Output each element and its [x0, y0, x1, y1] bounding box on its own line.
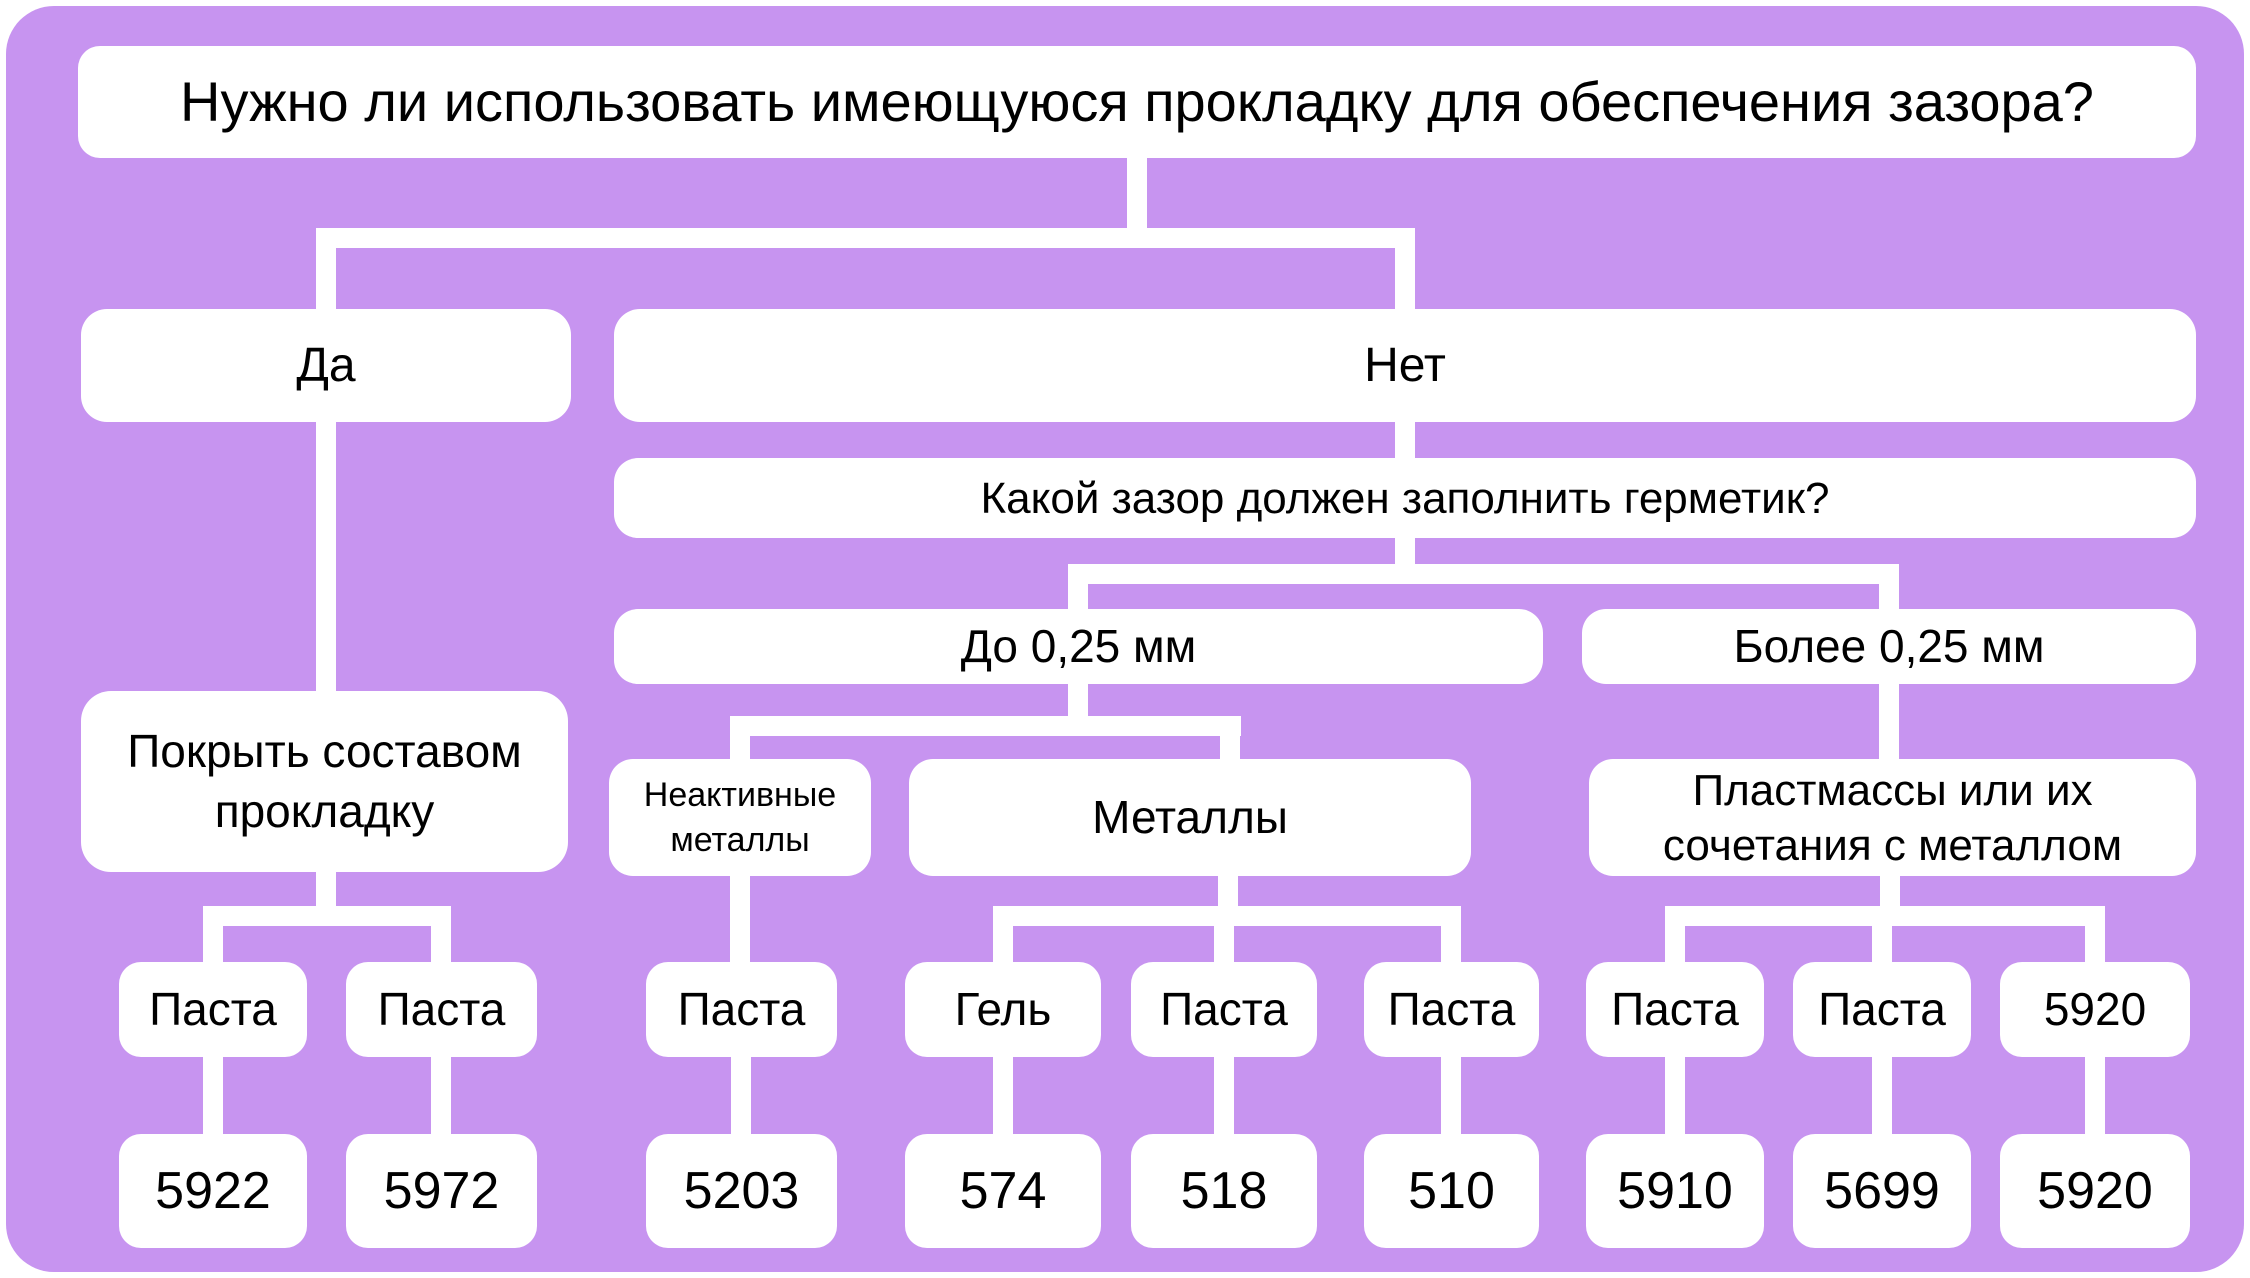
connector-drop-metals — [1220, 736, 1240, 761]
connector-metals-stub — [1218, 876, 1238, 908]
connector-bar-action — [203, 906, 451, 926]
node-product-518: 518 — [1131, 1134, 1317, 1248]
connector-form-product-8 — [1872, 1057, 1892, 1135]
connector-drop-form-4 — [993, 926, 1013, 963]
connector-bar-under-plastics — [1665, 906, 2105, 926]
node-form-574: Гель — [905, 962, 1101, 1057]
connector-form-product-6 — [1441, 1057, 1461, 1135]
connector-gap-small-stub — [1068, 684, 1088, 720]
connector-plastics-stub — [1880, 876, 1900, 908]
node-gap-question: Какой зазор должен заполнить герметик? — [614, 458, 2196, 538]
connector-drop-form-7 — [1665, 926, 1685, 963]
connector-bar-gaps — [1068, 564, 1899, 584]
connector-form-product-1 — [203, 1057, 223, 1135]
node-product-5922: 5922 — [119, 1134, 307, 1248]
connector-form-product-4 — [993, 1057, 1013, 1135]
node-question: Нужно ли использовать имеющуюся прокладк… — [78, 46, 2196, 158]
node-product-5972: 5972 — [346, 1134, 537, 1248]
connector-drop-inactive — [730, 736, 750, 761]
connector-drop-form-8 — [1872, 926, 1892, 963]
node-product-5910: 5910 — [1586, 1134, 1764, 1248]
connector-form-product-7 — [1665, 1057, 1685, 1135]
node-material-plastics: Пластмассы или их сочетания с металлом — [1589, 759, 2196, 876]
node-form-5922: Паста — [119, 962, 307, 1057]
node-answer-no: Нет — [614, 309, 2196, 422]
node-product-5203: 5203 — [646, 1134, 837, 1248]
node-form-518: Паста — [1131, 962, 1317, 1057]
node-action-coat-gasket: Покрыть составом прокладку — [81, 691, 568, 872]
node-product-574: 574 — [905, 1134, 1101, 1248]
node-form-5920: 5920 — [2000, 962, 2190, 1057]
node-material-metals: Металлы — [909, 759, 1471, 876]
connector-drop-form-1 — [203, 926, 223, 963]
connector-bar-under-metals — [993, 906, 1461, 926]
node-gap-up-to-025: До 0,25 мм — [614, 609, 1543, 684]
node-product-5699: 5699 — [1793, 1134, 1971, 1248]
connector-drop-yes — [316, 248, 336, 311]
node-form-5910: Паста — [1586, 962, 1764, 1057]
node-form-5972: Паста — [346, 962, 537, 1057]
node-form-5203: Паста — [646, 962, 837, 1057]
connector-inactive-line — [730, 876, 750, 963]
connector-question-stub — [1395, 538, 1415, 568]
connector-yes-to-action — [316, 422, 336, 692]
connector-gap-large-line — [1879, 684, 1899, 761]
node-form-510: Паста — [1364, 962, 1539, 1057]
node-product-5920: 5920 — [2000, 1134, 2190, 1248]
node-form-5699: Паста — [1793, 962, 1971, 1057]
node-material-inactive-metals: Неактивные металлы — [609, 759, 871, 876]
connector-form-product-2 — [431, 1057, 451, 1135]
node-product-510: 510 — [1364, 1134, 1539, 1248]
connector-action-stub — [316, 872, 336, 910]
connector-no-to-question — [1395, 422, 1415, 460]
connector-form-product-3 — [731, 1057, 751, 1135]
connector-drop-form-2 — [431, 926, 451, 963]
connector-drop-form-5 — [1214, 926, 1234, 963]
connector-drop-gap-small — [1068, 584, 1088, 611]
connector-drop-form-6 — [1441, 926, 1461, 963]
connector-title-stub — [1127, 156, 1147, 248]
node-gap-over-025: Более 0,25 мм — [1582, 609, 2196, 684]
connector-bar-yes-no — [316, 228, 1415, 248]
connector-bar-metals — [730, 716, 1241, 736]
connector-drop-no — [1395, 248, 1415, 311]
connector-drop-form-9 — [2085, 926, 2105, 963]
canvas-panel: Нужно ли использовать имеющуюся прокладк… — [6, 6, 2244, 1272]
connector-form-product-9 — [2085, 1057, 2105, 1135]
connector-form-product-5 — [1214, 1057, 1234, 1135]
node-answer-yes: Да — [81, 309, 571, 422]
connector-drop-gap-large — [1879, 584, 1899, 611]
